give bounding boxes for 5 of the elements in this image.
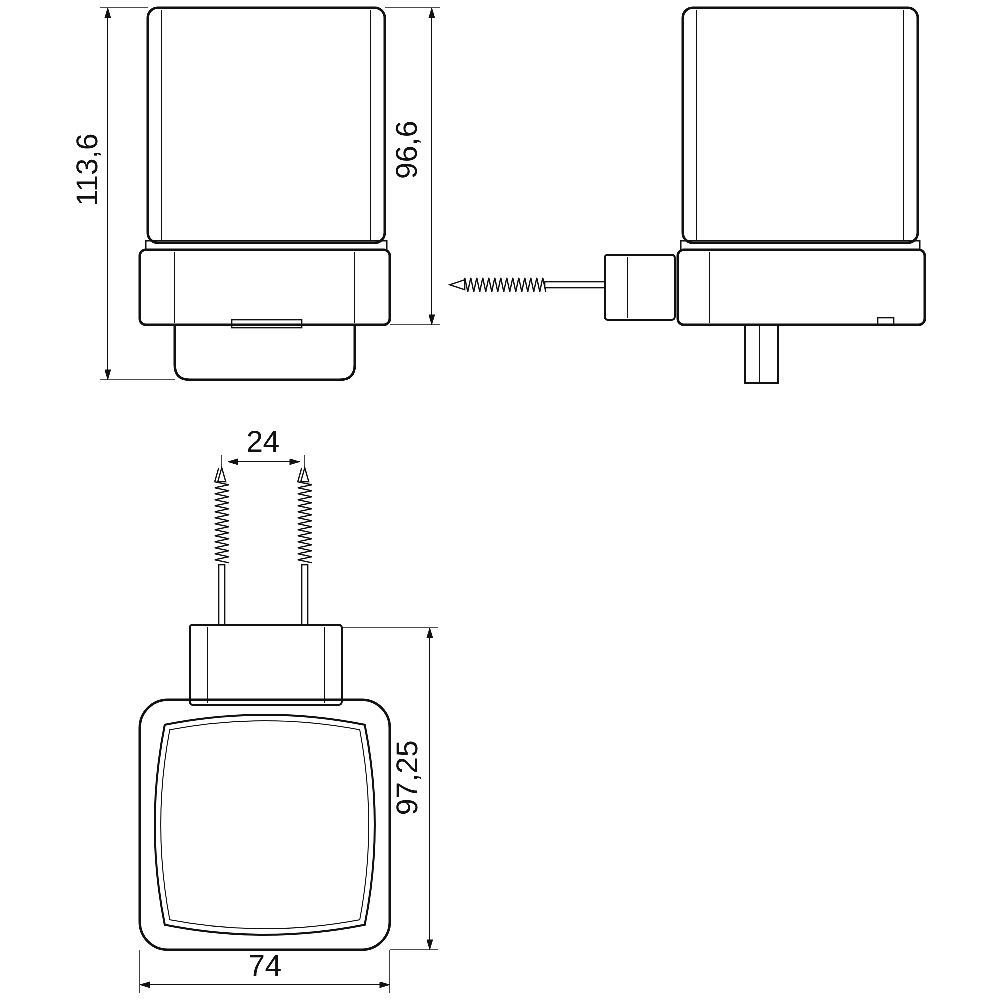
dimension-label: 74	[248, 952, 282, 982]
dimension-label: 113,6	[72, 134, 103, 206]
dimension-label: 24	[246, 428, 280, 458]
dimension-label: 97,25	[393, 740, 424, 816]
dimension-label: 96,6	[393, 120, 424, 180]
